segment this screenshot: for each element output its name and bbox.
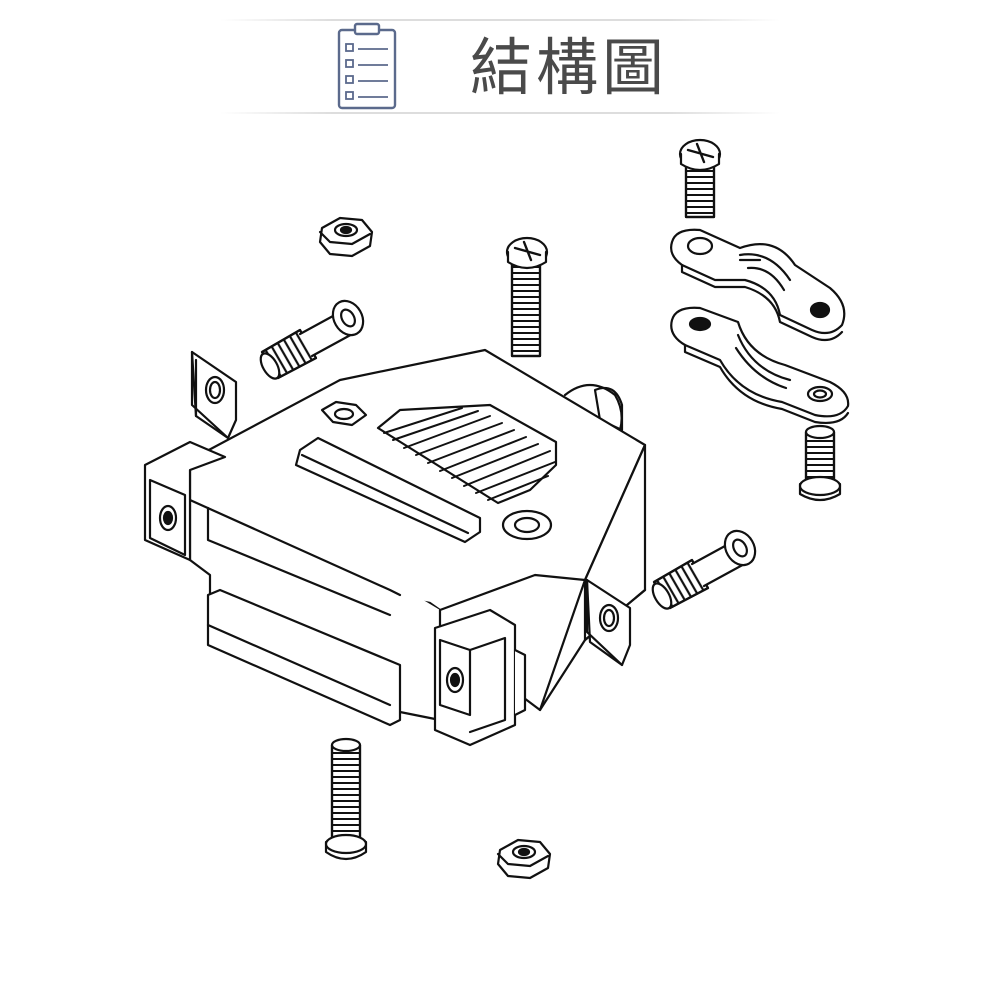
header-top-rule — [220, 19, 780, 21]
screw-long-center — [505, 236, 549, 358]
hex-nut-top — [318, 216, 374, 258]
screw-long-bottom — [324, 737, 368, 861]
screw-short-right — [798, 424, 842, 502]
screw-short-top-right — [678, 138, 722, 219]
cable-clamp-upper — [670, 228, 846, 342]
jack-screw-right — [651, 529, 757, 610]
page-title: 結構圖 — [470, 31, 669, 104]
mounting-clip-right — [585, 578, 632, 667]
clipboard-checklist-icon — [336, 22, 398, 112]
hex-nut-bottom — [496, 838, 552, 880]
cable-clamp-lower — [670, 306, 850, 425]
jack-screw-left — [259, 299, 365, 380]
exploded-diagram — [0, 120, 1000, 1000]
header-bottom-rule — [220, 112, 780, 114]
header: 結構圖 — [0, 0, 1000, 120]
mounting-clip-left — [190, 350, 238, 440]
